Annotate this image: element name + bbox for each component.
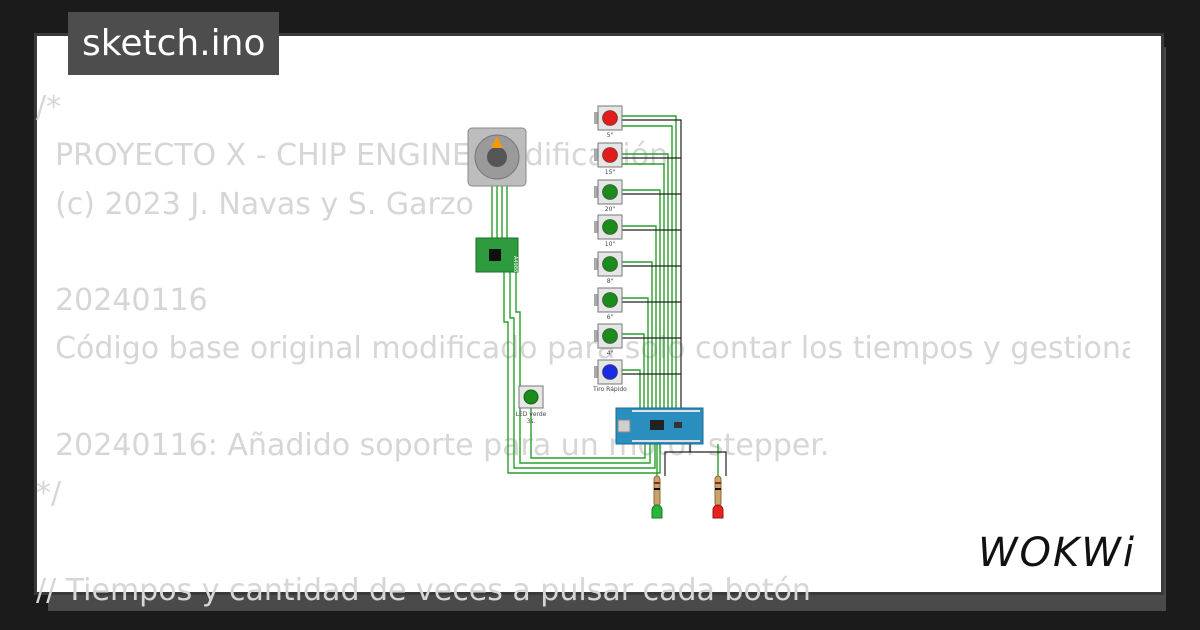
code-line: Código base original modificado para sol… bbox=[36, 331, 1130, 367]
wires-dark bbox=[622, 119, 727, 476]
led-green bbox=[651, 504, 663, 519]
wokwi-logo-text: WOKWi bbox=[978, 530, 1136, 576]
pushbutton: 20" bbox=[594, 179, 623, 213]
pushbutton-label: 10" bbox=[605, 241, 616, 248]
code-line: */ bbox=[36, 476, 62, 512]
code-line: (c) 2023 J. Navas y S. Garzo bbox=[36, 186, 474, 222]
pushbutton-label: 4" bbox=[607, 350, 614, 357]
pushbutton: 6" bbox=[594, 287, 623, 321]
pushbutton: 4" bbox=[594, 323, 623, 357]
arduino-nano bbox=[615, 407, 704, 445]
led-button: LED verde 3s. bbox=[516, 385, 547, 425]
driver-label: A4988 bbox=[512, 256, 518, 272]
pushbutton: 8" bbox=[594, 251, 623, 285]
resistor-green bbox=[653, 475, 661, 507]
button-column: 5" 15" 20" 10" 8" 6" 4" Tiro Rápido bbox=[592, 105, 627, 393]
pushbutton: 15" bbox=[594, 142, 623, 176]
pushbutton-label: 20" bbox=[605, 206, 616, 213]
stepper-motor bbox=[467, 127, 527, 187]
pushbutton-label: Tiro Rápido bbox=[592, 386, 627, 393]
code-line: 20240116 bbox=[36, 283, 208, 319]
code-line: /* bbox=[36, 90, 62, 125]
code-preview: /* PROYECTO X - CHIP ENGINE Modificación… bbox=[36, 84, 1130, 615]
led-red bbox=[712, 504, 724, 519]
pushbutton: 10" bbox=[594, 214, 623, 248]
pushbutton-label: 15" bbox=[605, 169, 616, 176]
led-button-label-1: LED verde bbox=[516, 411, 547, 418]
pushbutton-label: 6" bbox=[607, 314, 614, 321]
sketch-title: sketch.ino bbox=[68, 12, 280, 75]
led-button-label-2: 3s. bbox=[527, 418, 536, 425]
pushbutton-label: 5" bbox=[607, 132, 614, 139]
wokwi-logo: WOKWi bbox=[978, 530, 1136, 576]
pushbutton-label: 8" bbox=[607, 278, 614, 285]
pushbutton: Tiro Rápido bbox=[592, 359, 627, 393]
code-line: // Tiempos y cantidad de veces a pulsar … bbox=[36, 572, 811, 608]
pushbutton: 5" bbox=[594, 105, 623, 139]
a4988-driver: A4988 bbox=[475, 237, 519, 273]
resistor-red bbox=[714, 475, 722, 507]
